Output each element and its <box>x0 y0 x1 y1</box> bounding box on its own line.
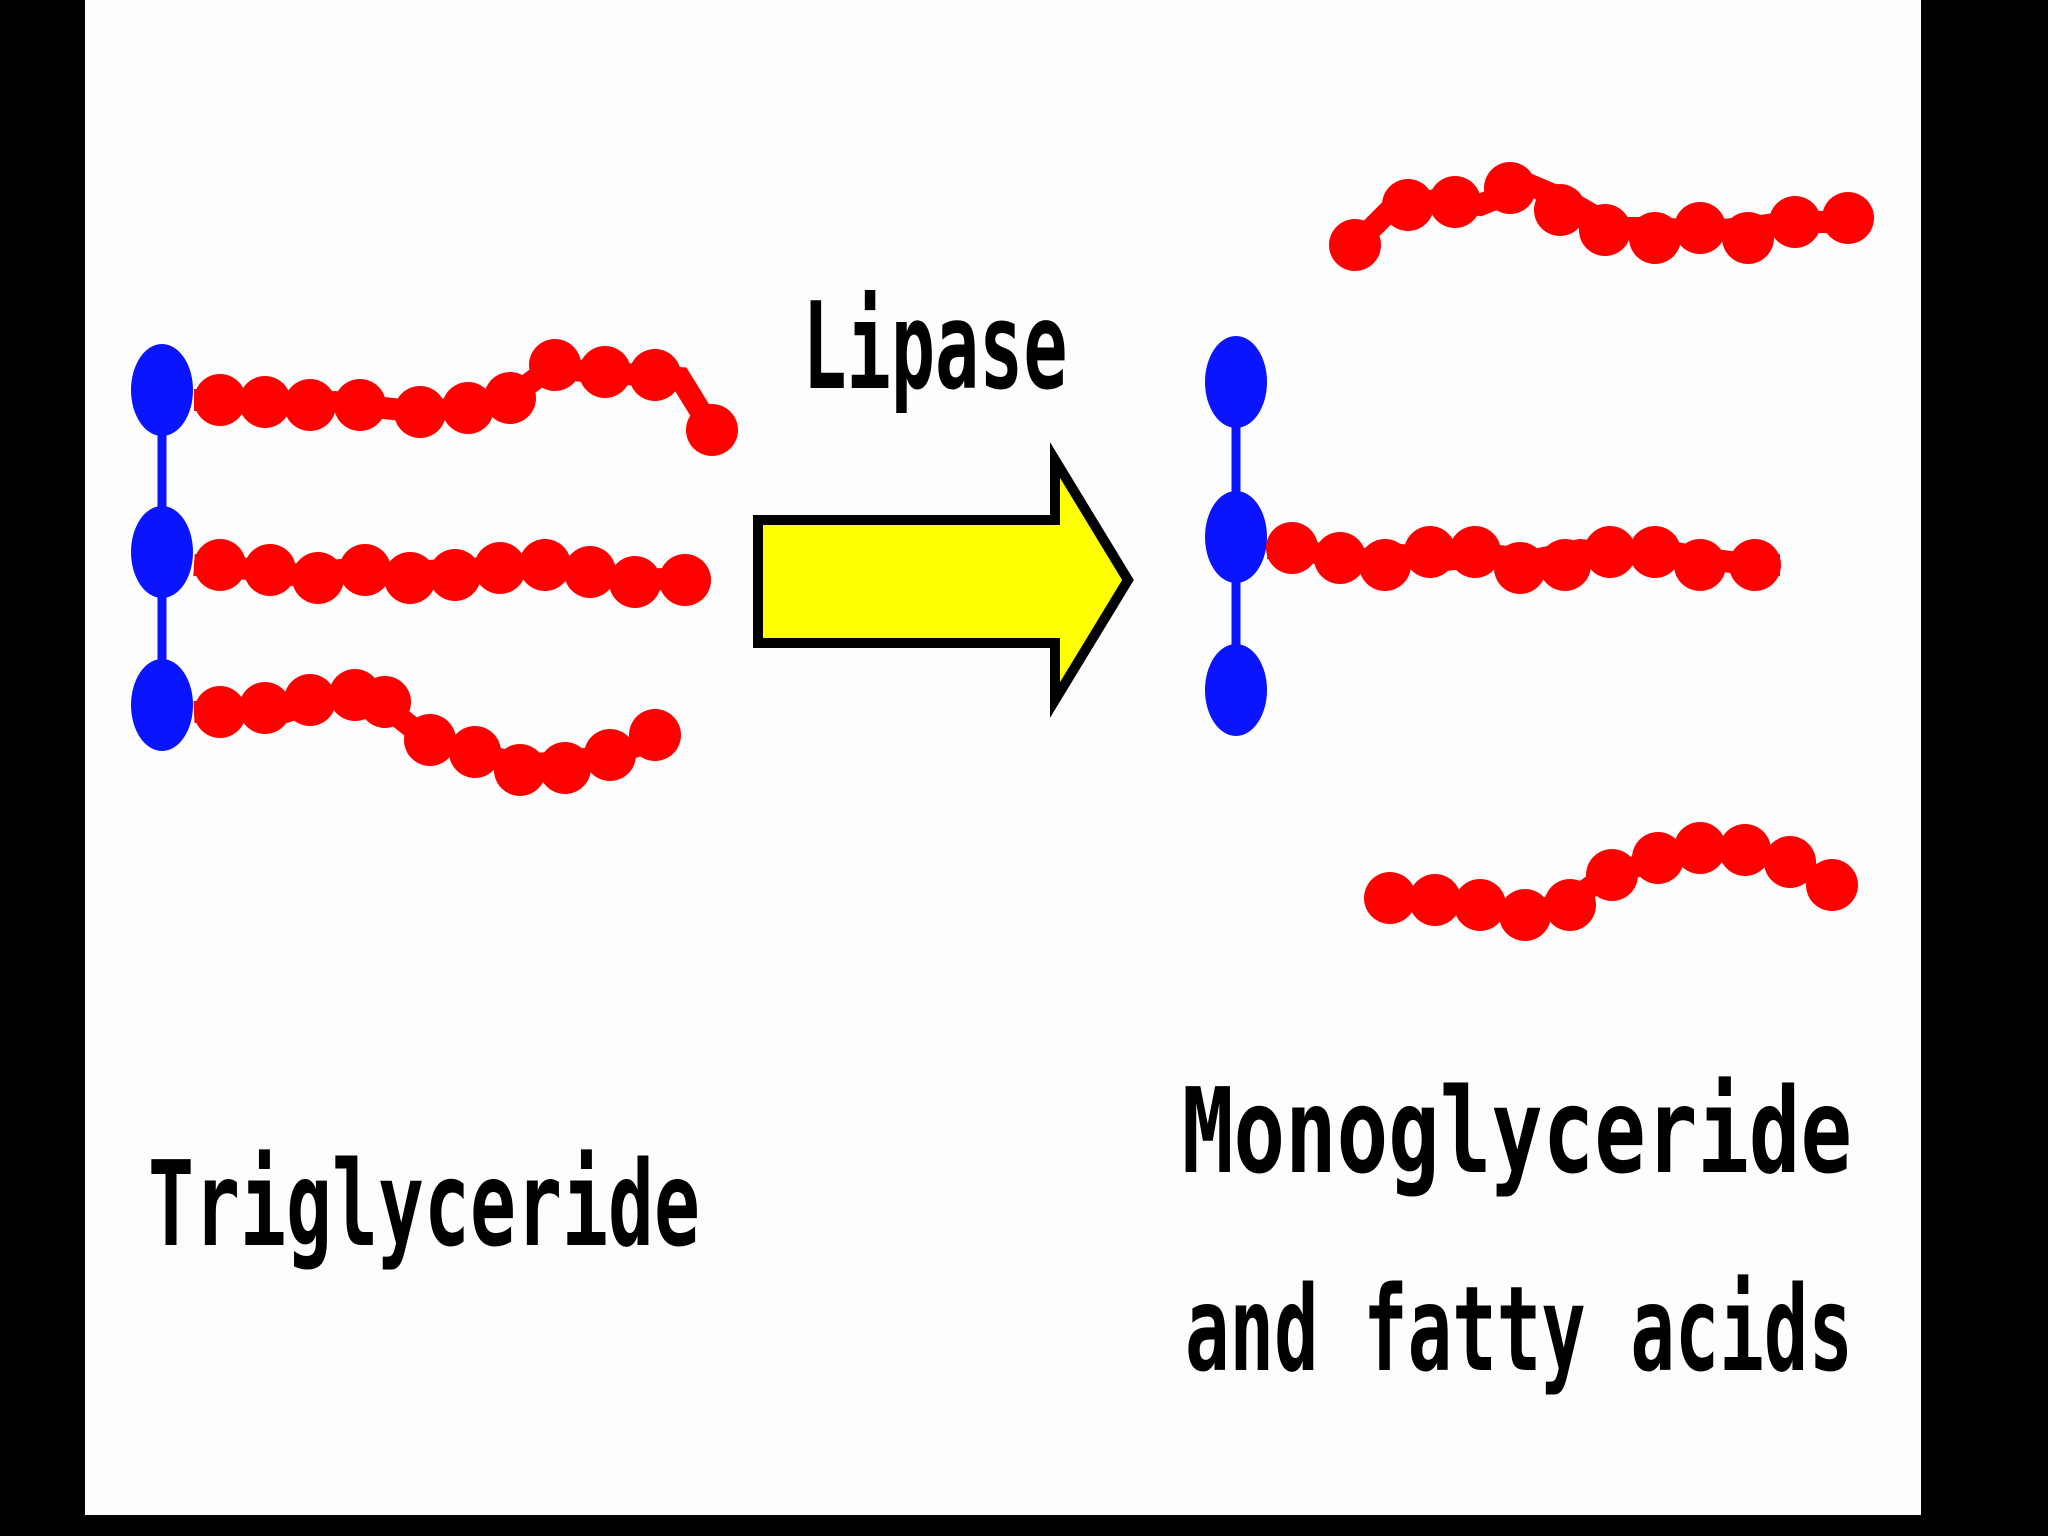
fatty-acid-unit <box>194 686 246 738</box>
fatty-acid-unit <box>629 709 681 761</box>
fatty-acid-chain <box>193 539 711 608</box>
fatty-acid-unit <box>284 674 336 726</box>
fatty-acid-unit <box>1449 526 1501 578</box>
fatty-acid-unit <box>1806 859 1858 911</box>
fatty-acid-unit <box>529 339 581 391</box>
fatty-acid-unit <box>1499 889 1551 941</box>
fatty-acid-unit <box>1722 212 1774 264</box>
fatty-acid-unit <box>284 379 336 431</box>
fatty-acid-unit <box>244 544 296 596</box>
fatty-acid-unit <box>1404 526 1456 578</box>
fatty-acid-unit <box>1484 162 1536 214</box>
fatty-acid-unit <box>1674 539 1726 591</box>
fatty-acid-unit <box>1629 526 1681 578</box>
fatty-acid-unit <box>1579 204 1631 256</box>
reaction-arrow <box>753 442 1134 718</box>
glycerol-backbone <box>131 344 193 751</box>
fatty-acid-unit <box>539 742 591 794</box>
fatty-acid-unit <box>292 552 344 604</box>
fatty-acid-chain <box>194 339 738 456</box>
fatty-acid-unit <box>1539 539 1591 591</box>
fatty-acid-unit <box>1584 526 1636 578</box>
fatty-acid-unit <box>429 549 481 601</box>
fatty-acid-unit <box>1586 849 1638 901</box>
fatty-acid-unit <box>194 539 246 591</box>
glycerol-carbon <box>1205 491 1267 583</box>
glycerol-carbon <box>131 344 193 436</box>
glycerol-carbon <box>1205 644 1267 736</box>
glycerol-carbon <box>131 506 193 598</box>
fatty-acid-unit <box>1534 184 1586 236</box>
glycerol-backbone <box>1205 336 1267 736</box>
fatty-acid-unit <box>1674 202 1726 254</box>
fatty-acid-unit <box>609 556 661 608</box>
fatty-acid-unit <box>1494 542 1546 594</box>
free-fatty-acid <box>1329 162 1874 271</box>
fatty-acid-unit <box>1382 179 1434 231</box>
fatty-acid-unit <box>404 714 456 766</box>
fatty-acid-unit <box>659 554 711 606</box>
fatty-acid-unit <box>394 386 446 438</box>
fatty-acid-unit <box>1266 522 1318 574</box>
fatty-acid-unit <box>519 539 571 591</box>
fatty-acid-unit <box>584 729 636 781</box>
glycerol-carbon <box>1205 336 1267 428</box>
triglyceride-molecule <box>131 339 738 796</box>
fatty-acid-unit <box>1544 879 1596 931</box>
reactant-label: Triglyceride <box>148 1135 700 1273</box>
fatty-acid-chain <box>1266 522 1781 594</box>
fatty-acid-unit <box>239 376 291 428</box>
product-label-line2: and fatty acids <box>1185 1260 1853 1398</box>
fatty-acid-unit <box>1359 539 1411 591</box>
fatty-acid-unit <box>579 346 631 398</box>
fatty-acid-unit <box>484 372 536 424</box>
fatty-acid-unit <box>339 544 391 596</box>
fatty-acid-unit <box>1674 822 1726 874</box>
fatty-acid-unit <box>686 404 738 456</box>
fatty-acid-unit <box>1822 192 1874 244</box>
free-fatty-acid <box>1364 822 1858 941</box>
fatty-acid-unit <box>1409 874 1461 926</box>
fatty-acid-unit <box>564 546 616 598</box>
fatty-acid-unit <box>1632 832 1684 884</box>
arrow-shape <box>753 442 1134 718</box>
fatty-acid-unit <box>1364 872 1416 924</box>
fatty-acid-unit <box>494 744 546 796</box>
fatty-acid-unit <box>384 552 436 604</box>
fatty-acid-unit <box>449 726 501 778</box>
fatty-acid-unit <box>1429 176 1481 228</box>
fatty-acid-unit <box>1719 824 1771 876</box>
fatty-acid-unit <box>1769 196 1821 248</box>
fatty-acid-unit <box>334 379 386 431</box>
fatty-acid-unit <box>1329 219 1381 271</box>
fatty-acid-unit <box>1729 539 1781 591</box>
enzyme-label: Lipase <box>803 278 1068 417</box>
fatty-acid-unit <box>629 349 681 401</box>
fatty-acid-unit <box>194 374 246 426</box>
fatty-acid-unit <box>1629 212 1681 264</box>
product-label-line1: Monoglyceride <box>1182 1062 1852 1200</box>
fatty-acid-unit <box>239 682 291 734</box>
fatty-acid-unit <box>474 542 526 594</box>
monoglyceride-molecule <box>1205 336 1781 736</box>
fatty-acid-unit <box>1764 836 1816 888</box>
glycerol-carbon <box>131 659 193 751</box>
fatty-acid-unit <box>359 676 411 728</box>
fatty-acid-unit <box>1314 532 1366 584</box>
fatty-acid-unit <box>442 382 494 434</box>
fatty-acid-chain <box>193 669 681 796</box>
fatty-acid-unit <box>1454 879 1506 931</box>
